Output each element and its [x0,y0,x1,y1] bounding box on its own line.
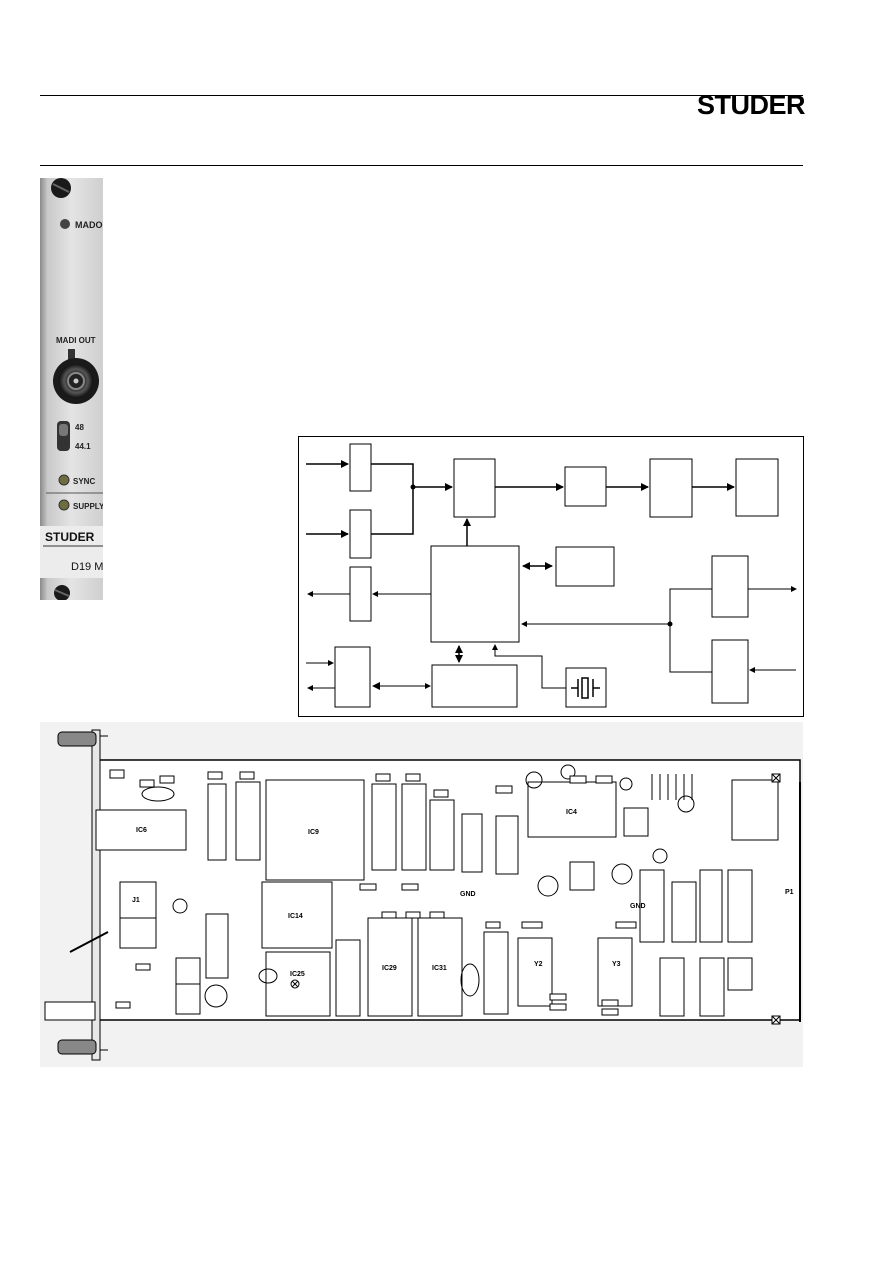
pcb-ic6 [95,809,187,851]
pcb-label-p1: P1 [785,889,794,896]
pcb-ic14 [261,881,333,949]
pcb-ic29 [367,917,413,1017]
output-buffer [349,566,372,622]
pcb-label-ic9: IC9 [308,829,319,836]
connector-label: MADI OUT [56,336,96,345]
panel-brand: STUDER [45,530,95,544]
block-diagram [298,436,804,717]
switch-label-48: 48 [75,423,84,432]
sync-led-icon [58,474,70,486]
crystal-icon [571,677,600,699]
pcb-label-ic4: IC4 [566,809,577,816]
supply-led-icon [58,499,70,511]
pcb-label-ic6: IC6 [136,827,147,834]
driver-block [649,458,693,518]
front-panel: MADO MADI OUT 48 44.1 SYNC SUPPLY STUDER… [40,178,103,600]
pcb-label-y2: Y2 [534,961,543,968]
serializer-block [564,466,607,507]
encoder-block [453,458,496,518]
pcb-layout: IC6 IC9 IC14 IC25 IC29 IC31 IC4 GND GND … [40,722,803,1067]
section-rule [40,165,803,166]
panel-model: D19 M [71,561,103,573]
microcontroller-block [431,664,518,708]
switch-label-44: 44.1 [75,442,91,451]
header-rule [40,95,803,96]
pcb-label-gnd-1: GND [460,891,476,898]
pcb-label-ic29: IC29 [382,965,397,972]
pcb-ic4 [527,781,617,838]
sync-in-block [711,639,749,704]
sync-out-block [711,555,749,618]
module-emblem-icon [60,219,70,229]
pcb-label-j1: J1 [132,897,140,904]
pcb-label-y3: Y3 [612,961,621,968]
pcb-ic9 [265,779,365,881]
input-buffer-1 [349,443,372,492]
output-connector-block [735,458,779,517]
input-buffer-2 [349,509,372,559]
supply-led-label: SUPPLY [73,502,103,511]
module-label: MADO [75,220,103,230]
pcb-ic31 [417,917,463,1017]
pcb-label-ic25: IC25 [290,971,305,978]
pcb-label-ic14: IC14 [288,913,303,920]
studer-logo: STUDER [697,90,806,120]
sync-led-label: SYNC [73,477,95,486]
memory-block [555,546,615,587]
pcb-label-ic31: IC31 [432,965,447,972]
controller-block [430,545,520,643]
pcb-label-gnd-2: GND [630,903,646,910]
io-interface-block [334,646,371,708]
